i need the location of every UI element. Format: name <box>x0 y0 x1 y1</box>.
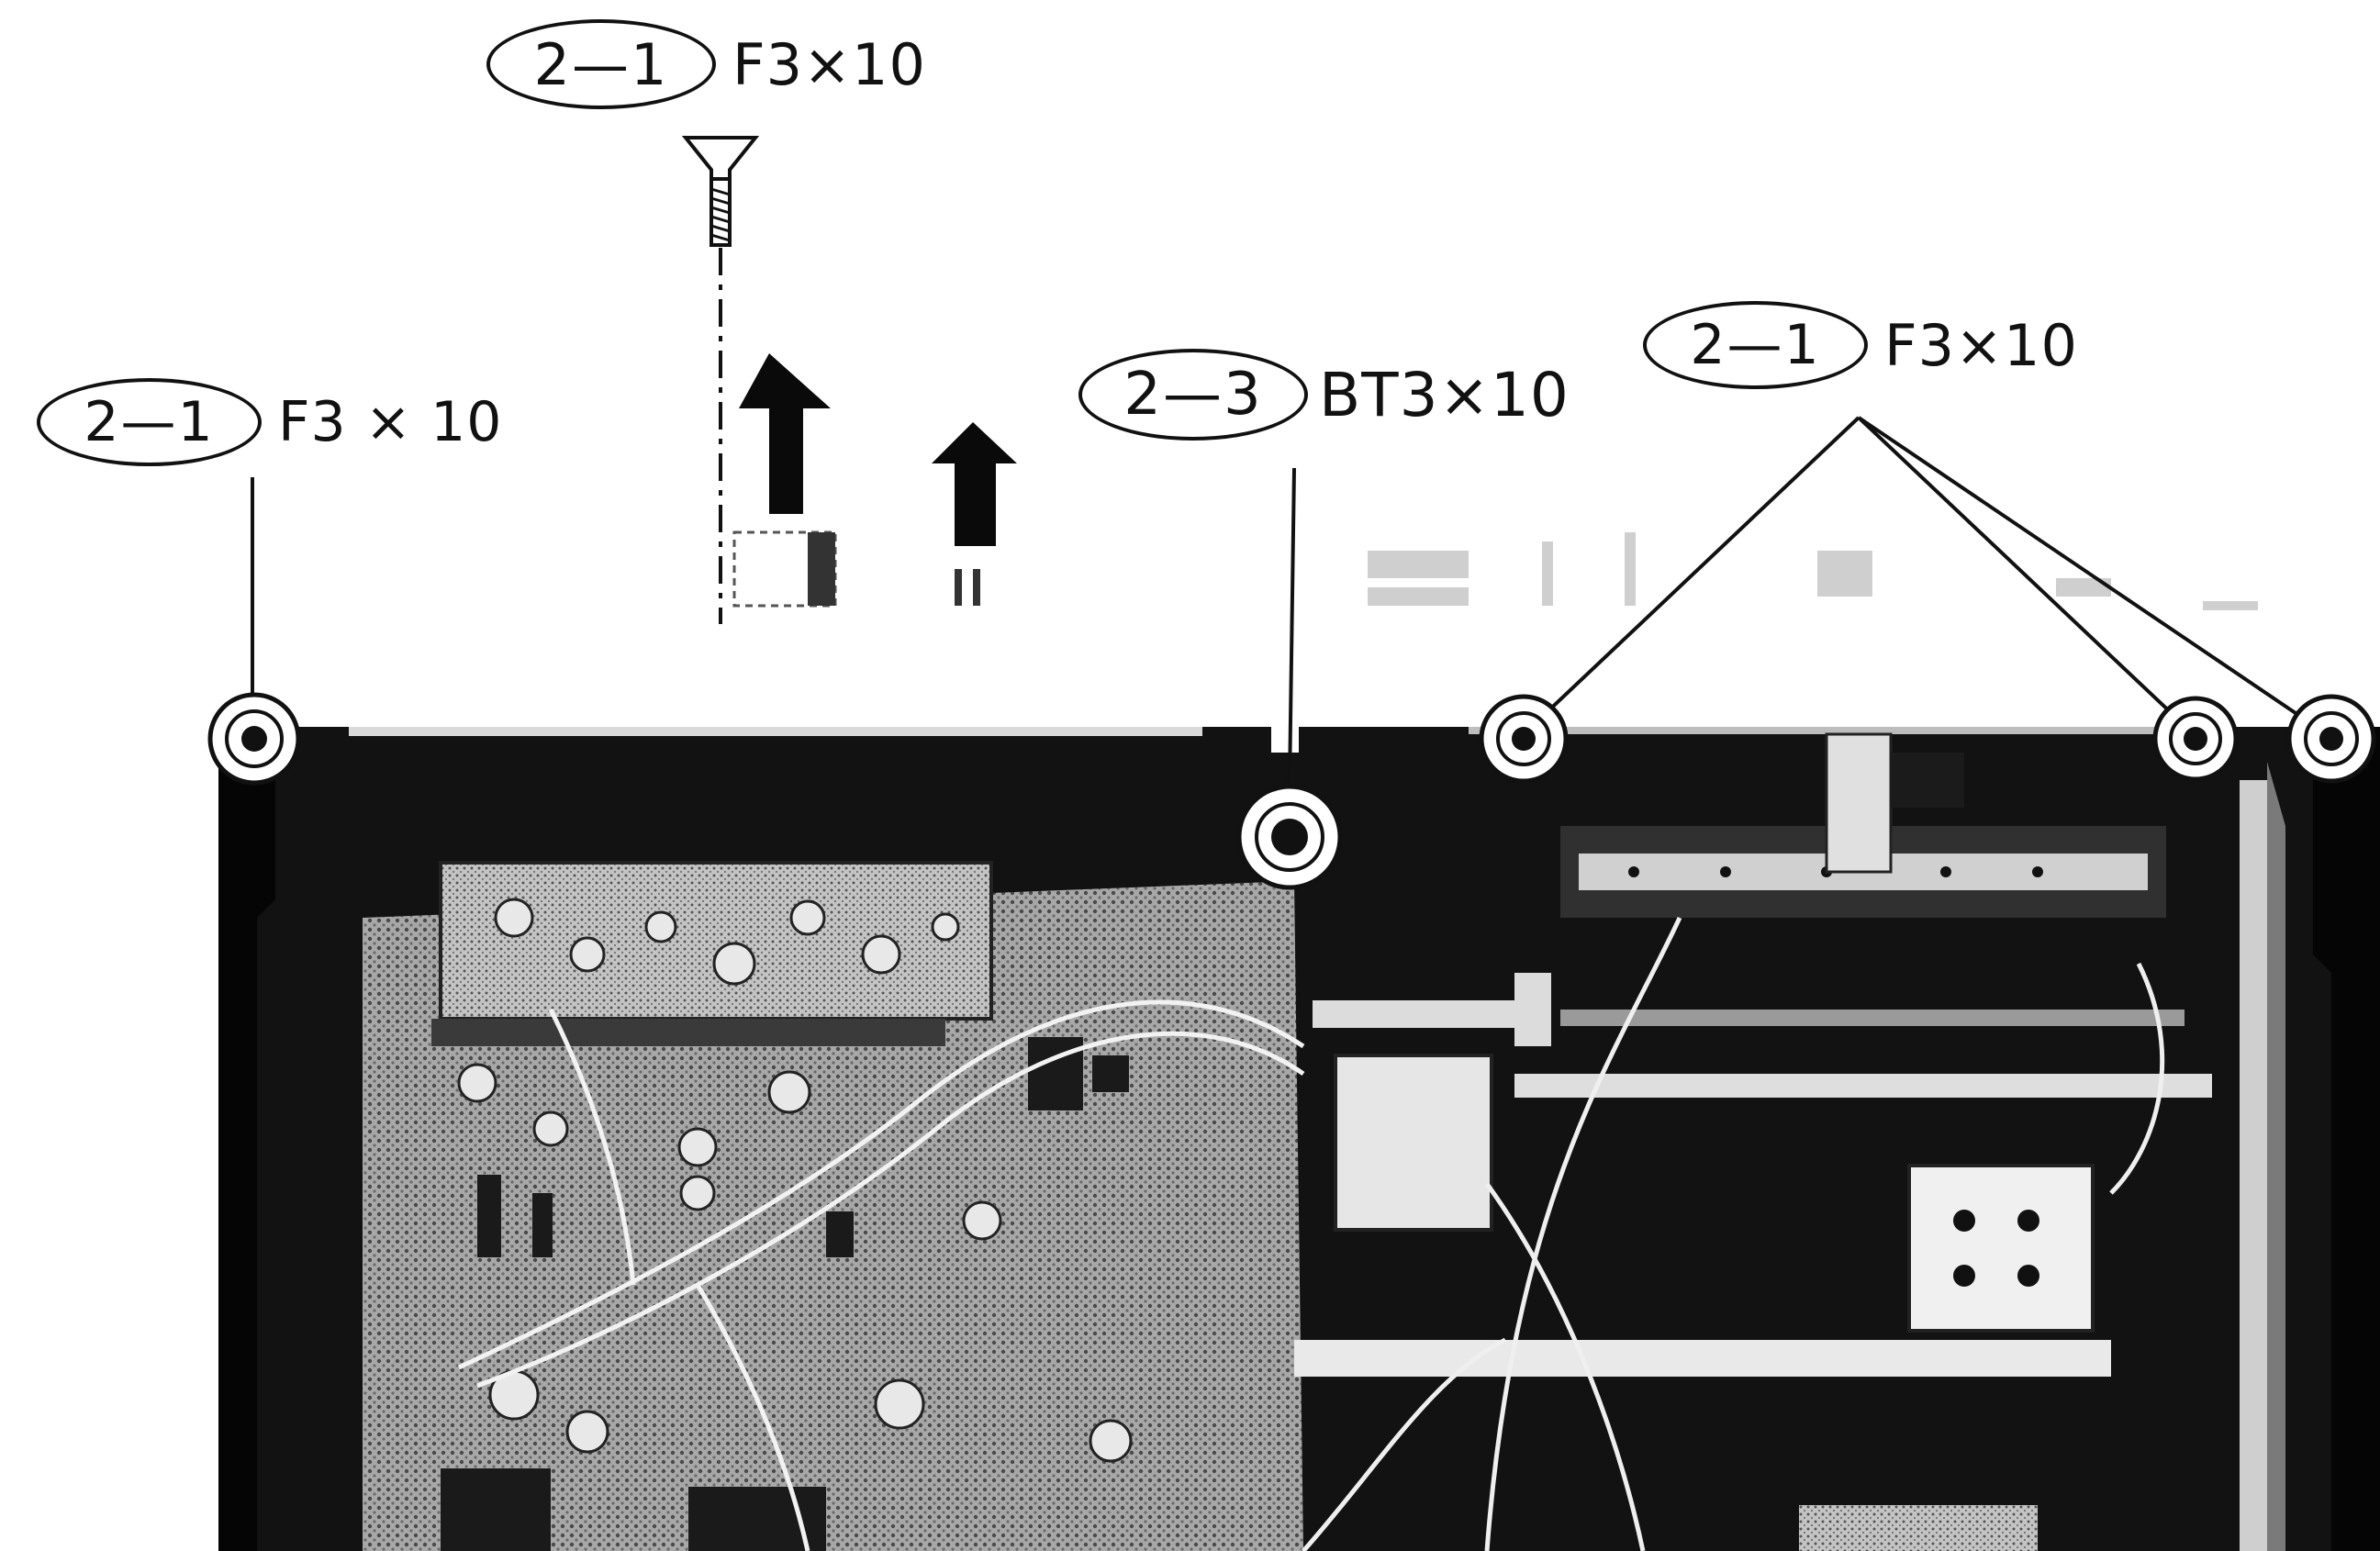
up-arrow-icon <box>739 353 831 514</box>
screw-hole-marker <box>2286 694 2376 784</box>
screw-hole-marker <box>1479 694 1569 784</box>
screw-hole-marker <box>2152 696 2239 782</box>
leader-lines <box>251 416 2329 786</box>
up-arrow-icon <box>932 422 1017 546</box>
lifted-parts <box>732 530 2258 610</box>
removal-arrows <box>739 353 1017 546</box>
right-assembly <box>1294 727 2380 1551</box>
screw-holes <box>207 692 2376 890</box>
left-circuit-board <box>363 861 1305 1551</box>
screw-icon <box>681 136 760 247</box>
screw-hole-marker <box>1236 784 1343 890</box>
screw-hole-marker <box>207 692 301 786</box>
